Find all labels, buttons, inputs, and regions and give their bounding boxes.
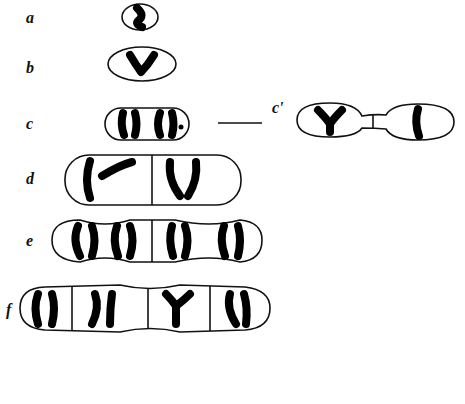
figure-letter: f	[6, 302, 11, 318]
granule	[179, 125, 184, 130]
figure-letter: c	[26, 116, 33, 132]
figure-letter: e	[26, 233, 33, 249]
figure-letter: a	[26, 10, 34, 26]
figure-letter: c'	[272, 100, 284, 116]
chromosomes	[36, 8, 420, 324]
figure-letter: b	[26, 60, 34, 76]
figure-letter: d	[26, 171, 34, 187]
cell-outlines	[20, 4, 454, 332]
